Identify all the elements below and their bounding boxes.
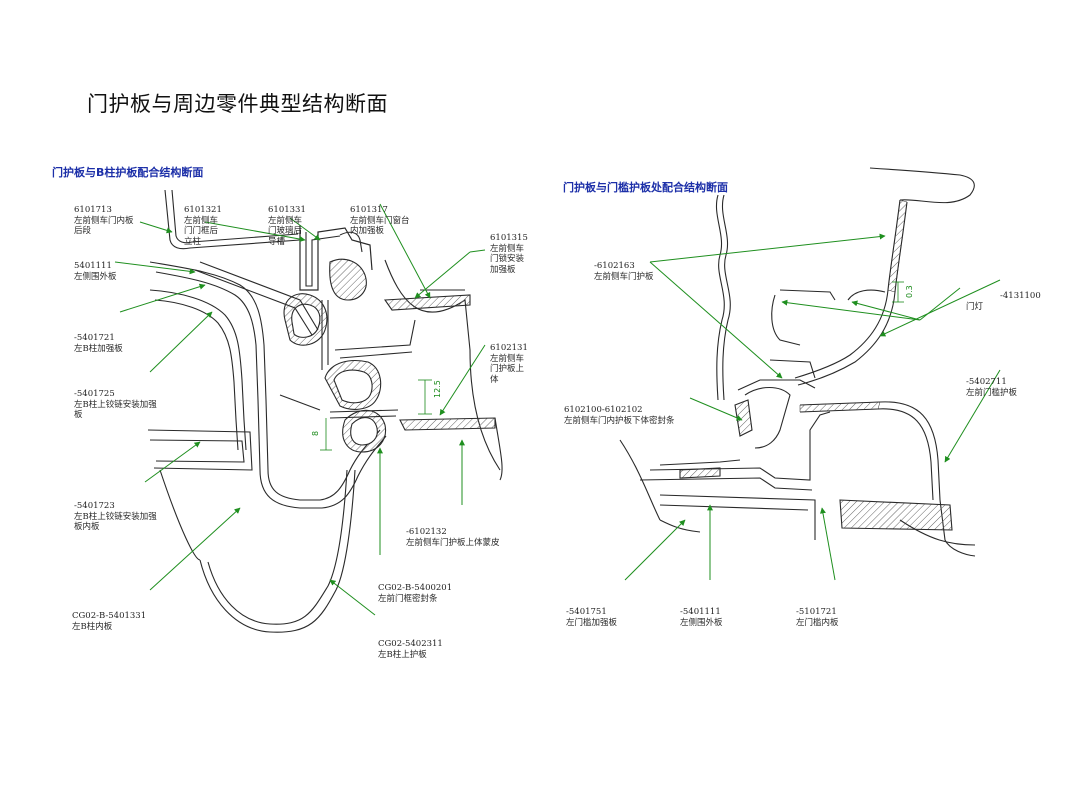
right-section-title: 门护板与门槛护板处配合结构断面 [563, 181, 728, 194]
page-title: 门护板与周边零件典型结构断面 [87, 92, 388, 116]
right-section-geometry [619, 167, 976, 557]
left-leaders [114, 203, 486, 616]
right-leaders [624, 233, 1001, 581]
left-dim-1: 12.5 [433, 380, 442, 398]
label-4131100: -4131100 [1000, 291, 1041, 301]
right-dim-1: 0.3 [905, 285, 914, 298]
left-section-title: 门护板与B柱护板配合结构断面 [52, 166, 204, 179]
label-door-lamp: 门灯 [966, 302, 984, 312]
right-dimension [892, 281, 904, 303]
left-dim-2: 8 [311, 431, 320, 436]
left-dimension-lines [320, 379, 432, 451]
